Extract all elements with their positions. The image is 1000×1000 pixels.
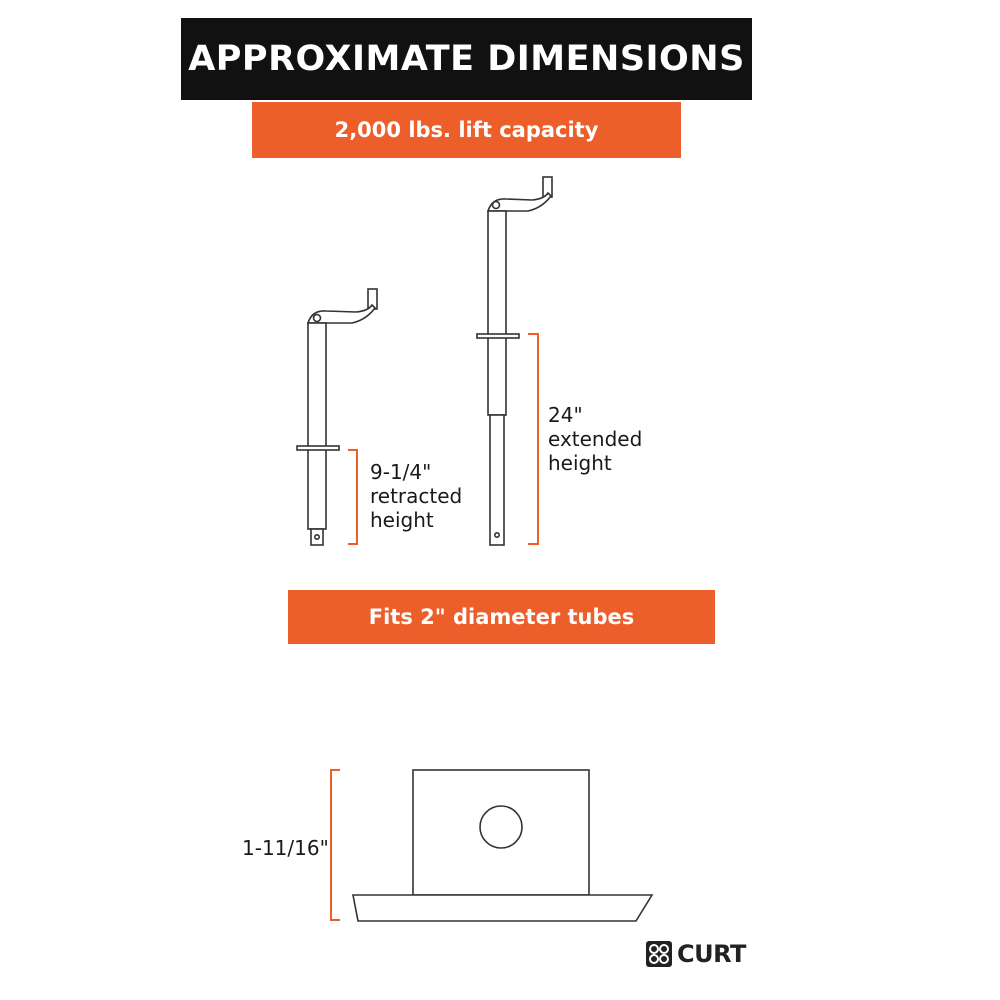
extended-height-label: 24" extended height: [548, 403, 642, 475]
page-title: APPROXIMATE DIMENSIONS: [188, 39, 745, 79]
retracted-jack-drawing: [296, 288, 378, 546]
header-banner: APPROXIMATE DIMENSIONS: [181, 18, 752, 100]
extended-dimension-bracket: [528, 333, 539, 545]
curt-logo-icon: [646, 941, 672, 967]
extended-jack-drawing: [476, 176, 553, 546]
retracted-height-word: height: [370, 508, 434, 532]
retracted-word: retracted: [370, 484, 463, 508]
retracted-value: 9-1/4": [370, 460, 432, 484]
extended-word: extended: [548, 427, 643, 451]
brand-logo: CURT: [645, 940, 746, 968]
base-height-value: 1-11/16": [242, 836, 329, 860]
capacity-banner: 2,000 lbs. lift capacity: [252, 102, 681, 158]
extended-height-word: height: [548, 451, 612, 475]
retracted-height-label: 9-1/4" retracted height: [370, 460, 462, 532]
tube-size-text: Fits 2" diameter tubes: [368, 605, 635, 629]
tube-size-banner: Fits 2" diameter tubes: [288, 590, 715, 644]
extended-value: 24": [548, 403, 583, 427]
base-dimension-bracket: [330, 769, 340, 921]
base-height-label: 1-11/16": [242, 836, 329, 860]
capacity-text: 2,000 lbs. lift capacity: [334, 118, 599, 142]
brand-name: CURT: [677, 940, 746, 968]
base-plate-drawing: [352, 769, 654, 922]
retracted-dimension-bracket: [348, 449, 358, 545]
